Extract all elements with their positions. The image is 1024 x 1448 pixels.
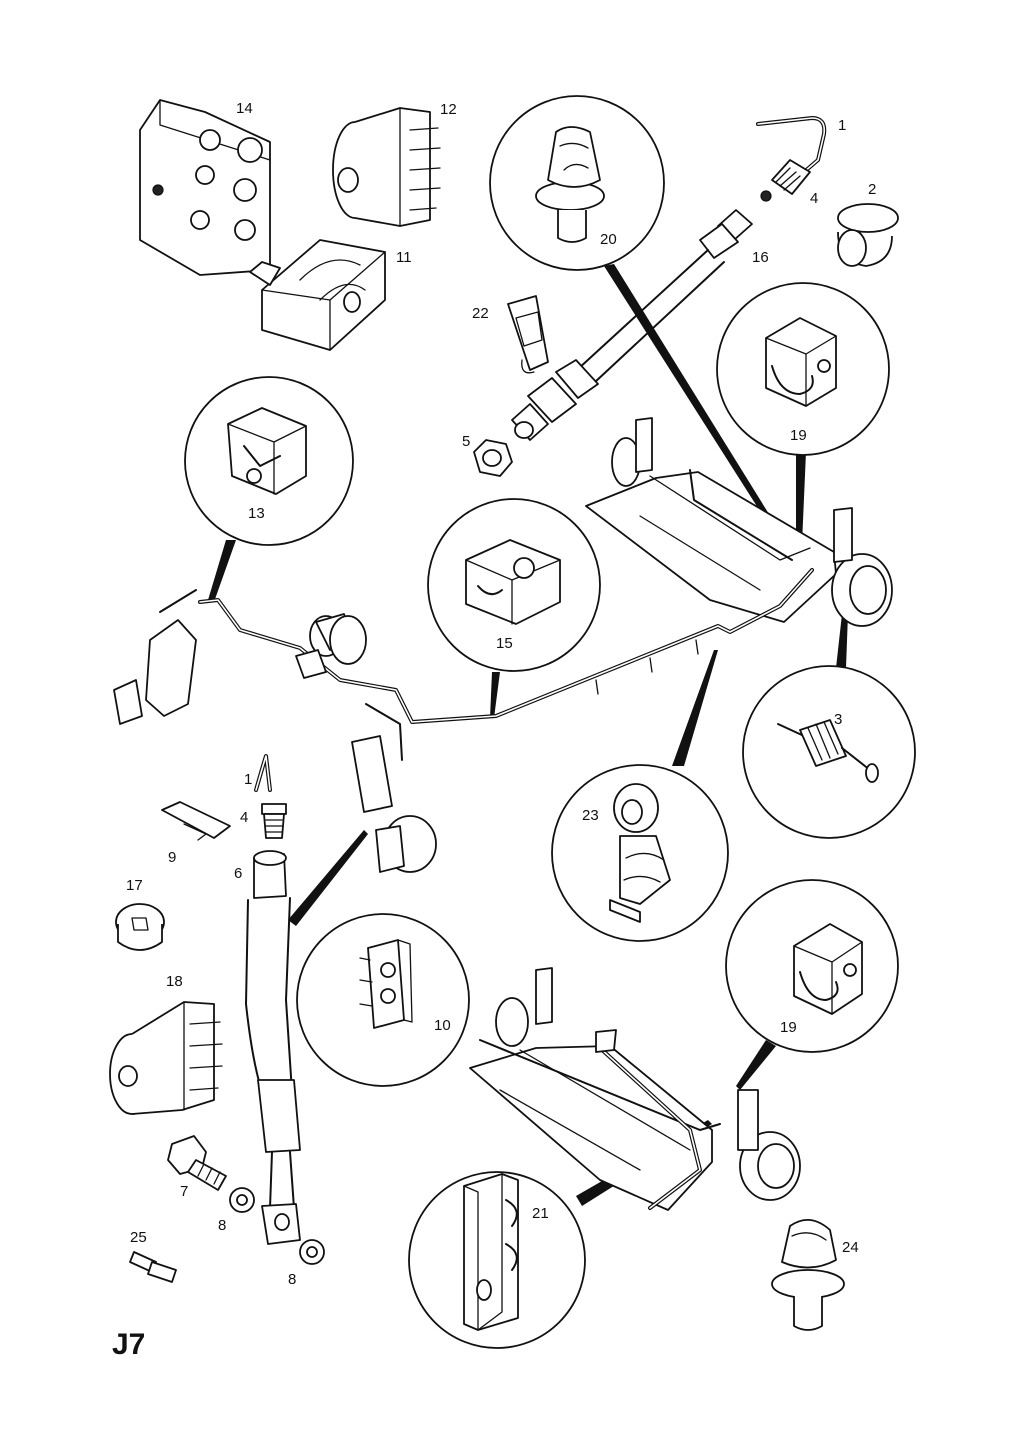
label-10: 10 [434,1017,451,1034]
washer-8-a-drawing [229,1187,255,1213]
callout-23 [551,764,729,942]
label-24: 24 [842,1239,859,1256]
clip-12-drawing [332,107,441,227]
label-23: 23 [582,807,599,824]
label-1-top: 1 [838,117,846,134]
label-21: 21 [532,1205,549,1222]
clip-17-drawing [115,903,165,951]
label-5: 5 [462,433,470,450]
cap-2-drawing [837,203,899,267]
clip-11-drawing [249,239,386,351]
label-19-bottom: 19 [780,1019,797,1036]
brake-hose-16-drawing [511,209,753,441]
label-12: 12 [440,101,457,118]
label-15: 15 [496,635,513,652]
label-22: 22 [472,305,489,322]
label-3: 3 [834,711,842,728]
label-20: 20 [600,231,617,248]
clip-18-drawing [109,1001,223,1115]
clip-14-drawing [139,99,271,276]
rear-axle-bottom-drawing [469,967,801,1211]
rear-axle-top-drawing [585,417,893,627]
label-4-left: 4 [240,809,248,826]
leader-15 [490,672,500,718]
label-2: 2 [868,181,876,198]
label-11: 11 [396,249,412,266]
callout-19-top [716,282,890,456]
label-1-left: 1 [244,771,252,788]
callout-19-bottom [725,879,899,1053]
label-13: 13 [248,505,265,522]
label-6: 6 [234,865,242,882]
union-nut-4-top-drawing [760,159,811,202]
main-brake-pipe-drawing [113,568,814,873]
leader-23 [672,650,718,766]
screw-25-drawing [129,1251,177,1283]
leader-19-bottom [736,1040,776,1090]
label-18: 18 [166,973,183,990]
callout-10 [296,913,470,1087]
leader-13 [208,540,236,602]
callout-21 [408,1171,586,1349]
label-8-b: 8 [288,1271,296,1288]
callout-15 [427,498,601,672]
union-nut-4-left-drawing [261,803,287,839]
clip-9-drawing [161,801,231,841]
clip-24-drawing [771,1219,845,1331]
callout-20 [489,95,665,271]
bolt-7-drawing [167,1135,227,1191]
leader-19-top [796,452,806,544]
pipe-end-1-left-drawing [254,754,272,792]
callout-3 [742,665,916,839]
label-9: 9 [168,849,176,866]
brake-hose-6-drawing [245,850,301,1245]
label-4-top: 4 [810,190,818,207]
label-14: 14 [236,100,253,117]
label-16: 16 [752,249,769,266]
part-labels: 14 12 11 20 1 2 4 16 22 19 5 13 15 3 1 4… [112,100,876,1361]
nut-5-drawing [473,439,513,477]
clip-22-drawing [507,295,549,374]
label-17: 17 [126,877,143,894]
washer-8-b-drawing [299,1239,325,1265]
label-19-top: 19 [790,427,807,444]
leader-20 [604,264,790,552]
label-25: 25 [130,1229,147,1246]
label-8-a: 8 [218,1217,226,1234]
callout-13 [184,376,354,546]
leader-3 [836,614,848,668]
pipe-end-1-top-drawing [756,116,827,174]
leader-10 [288,830,368,926]
sheet-code: J7 [112,1328,145,1361]
label-7: 7 [180,1183,188,1200]
